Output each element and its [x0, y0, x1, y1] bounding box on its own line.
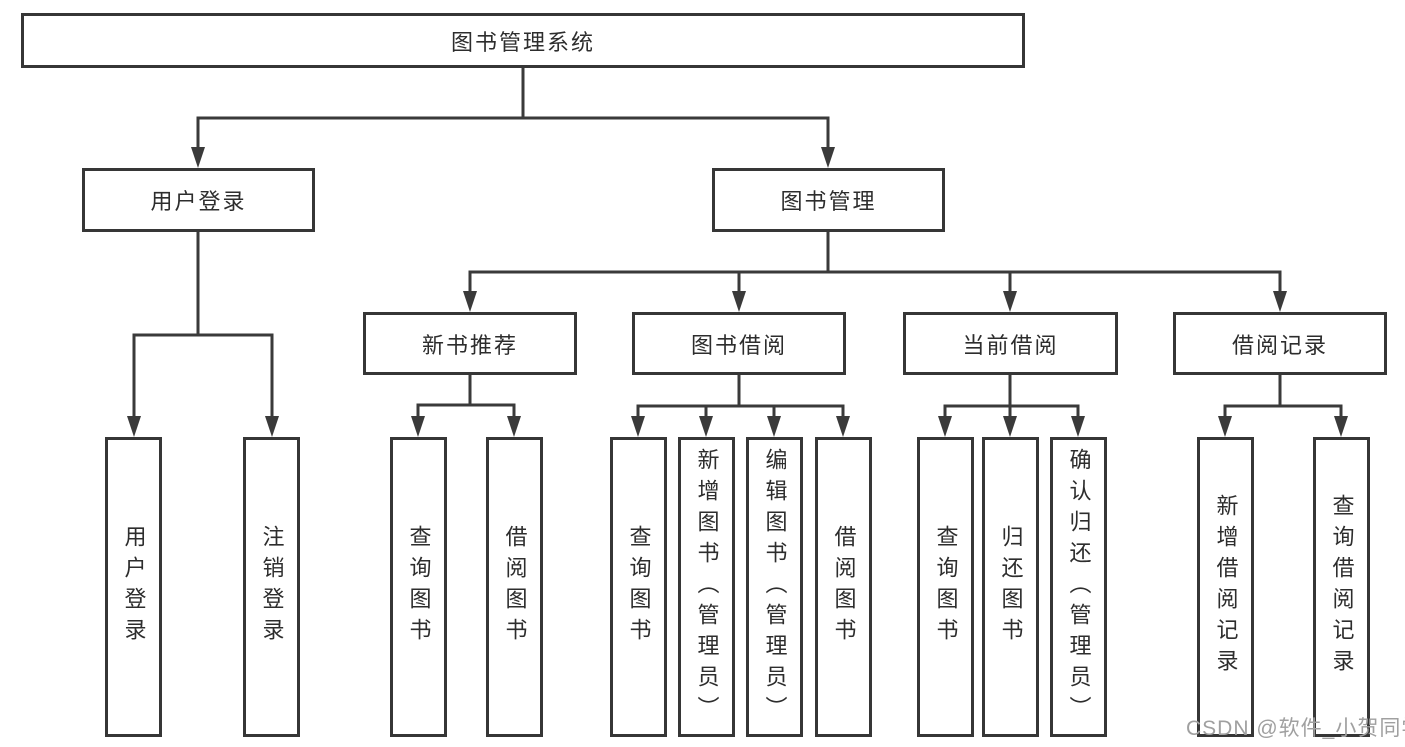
- new-book-bracket-line: [416, 403, 516, 422]
- csdn-watermark: CSDN @软件_小贺同学: [1186, 717, 1405, 740]
- current-borrow-bracket-line: [943, 404, 1080, 422]
- leaf-edit-books-admin: 编辑图书（管理员）: [746, 437, 803, 737]
- node-user-login: 用户登录: [82, 168, 315, 232]
- node-book-borrowing: 图书借阅: [632, 312, 846, 375]
- node-borrowing-records: 借阅记录: [1173, 312, 1387, 375]
- leaf-add-books-admin: 新增图书（管理员）: [678, 437, 735, 737]
- leaf-user-login: 用户登录: [105, 437, 162, 737]
- node-new-book-recommendation: 新书推荐: [363, 312, 577, 375]
- borrow-record-bracket-line: [1223, 404, 1343, 422]
- leaf-return-books: 归还图书: [982, 437, 1039, 737]
- leaf-query-books-borrow: 查询图书: [610, 437, 667, 737]
- leaf-query-books-current: 查询图书: [917, 437, 974, 737]
- leaf-query-borrow-record: 查询借阅记录: [1313, 437, 1370, 737]
- leaf-add-borrow-record: 新增借阅记录: [1197, 437, 1254, 737]
- user-login-bracket-line: [132, 333, 274, 422]
- level2-bracket-line: [196, 116, 830, 152]
- leaf-confirm-return-admin: 确认归还（管理员）: [1050, 437, 1107, 737]
- book-borrow-bracket-line: [636, 404, 845, 422]
- leaf-borrow-books-recommend: 借阅图书: [486, 437, 543, 737]
- node-book-management: 图书管理: [712, 168, 945, 232]
- node-library-management-system: 图书管理系统: [21, 13, 1025, 68]
- leaf-borrow-books: 借阅图书: [815, 437, 872, 737]
- node-current-borrowing: 当前借阅: [903, 312, 1118, 375]
- leaf-query-books-recommend: 查询图书: [390, 437, 447, 737]
- leaf-logout: 注销登录: [243, 437, 300, 737]
- level3-bracket-line: [468, 270, 1282, 297]
